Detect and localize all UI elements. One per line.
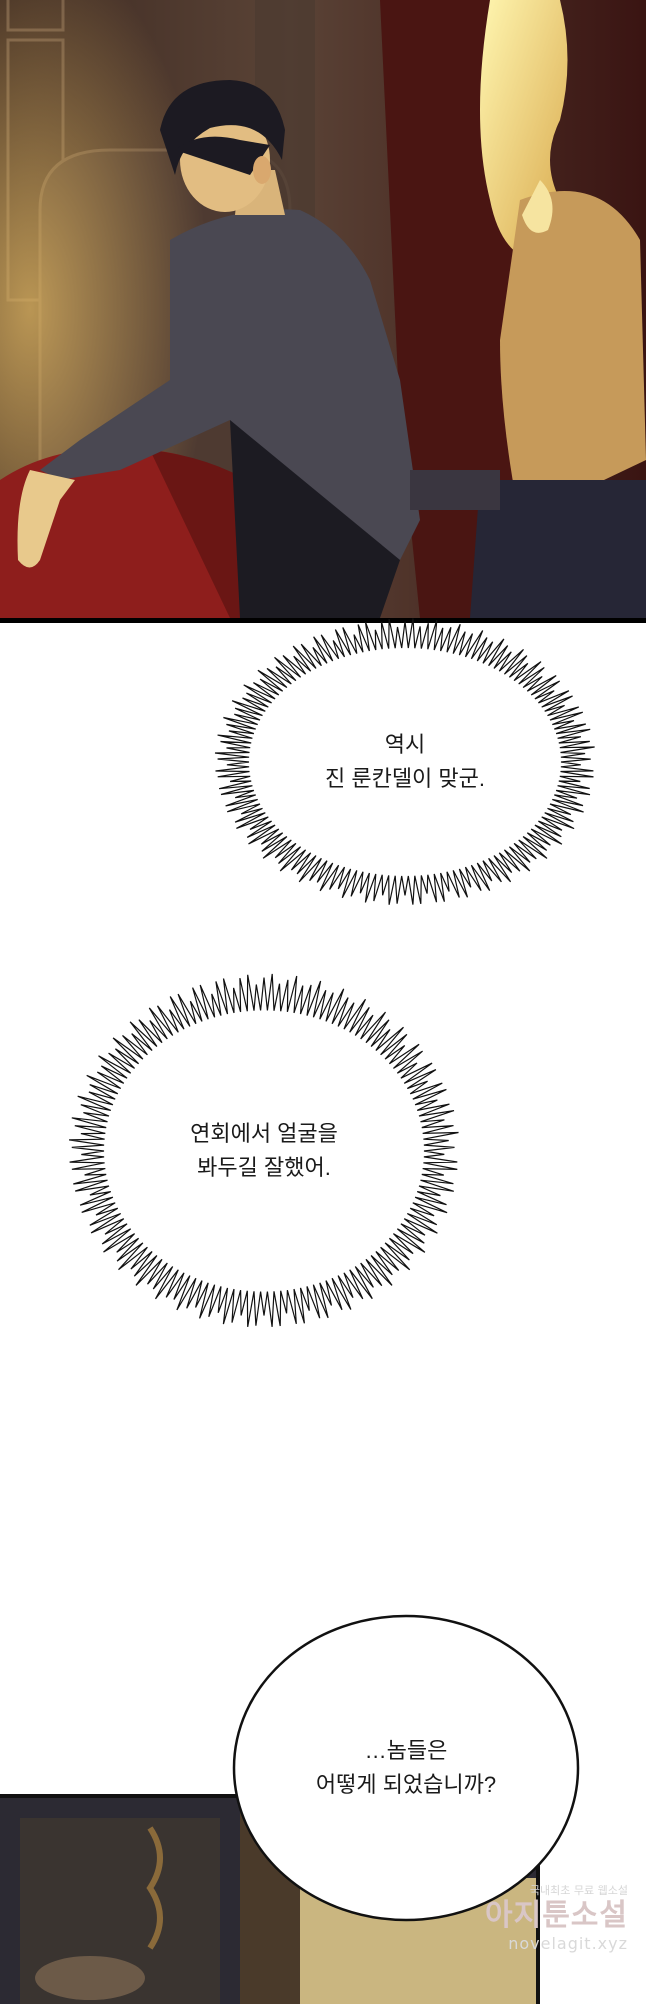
speech-bubble-1: 역시 진 룬칸델이 맞군. (210, 612, 600, 912)
bubble-3-line-1: …놈들은 (364, 1738, 448, 1763)
watermark-url: novelagit.xyz (508, 1934, 628, 1953)
top-panel-illustration (0, 0, 646, 618)
bubble-1-spikes (214, 618, 595, 905)
bubble-1-line-2: 진 룬칸델이 맞군. (324, 766, 486, 791)
bubble-1-line-1: 역시 (384, 732, 426, 757)
bubble-3-shape (232, 1614, 580, 1922)
flower-vase (35, 1956, 145, 2000)
bubble-3-text: …놈들은 어떻게 되었습니까? (230, 1612, 582, 1924)
site-watermark: 국내최초 무료 웹소설 아지툰소설 novelagit.xyz (438, 1884, 628, 1984)
speech-bubble-3: …놈들은 어떻게 되었습니까? (230, 1612, 582, 1924)
watermark-logo-text: 아지툰소설 (485, 1898, 628, 1933)
ornament (146, 1826, 163, 1950)
bubble-2-spikes (69, 973, 459, 1328)
man-figure (17, 80, 420, 618)
top-comic-panel (0, 0, 646, 623)
bubble-3-line-2: 어떻게 되었습니까? (315, 1772, 497, 1797)
desk-papers (410, 470, 500, 510)
bottom-panel-illustration (0, 1798, 536, 2004)
bubble-2-text: 연회에서 얼굴을 봐두길 잘했어. (64, 966, 464, 1336)
bubble-2-line-2: 봐두길 잘했어. (197, 1155, 331, 1180)
watermark-tagline: 국내최초 무료 웹소설 (529, 1884, 628, 1897)
burst-center (106, 1012, 422, 1290)
speech-bubble-2: 연회에서 얼굴을 봐두길 잘했어. (64, 966, 464, 1336)
glowing-figure (470, 0, 646, 618)
bubble-1-text: 역시 진 룬칸델이 맞군. (210, 612, 600, 912)
burst-center (251, 650, 559, 874)
bubble-2-line-1: 연회에서 얼굴을 (190, 1121, 338, 1146)
